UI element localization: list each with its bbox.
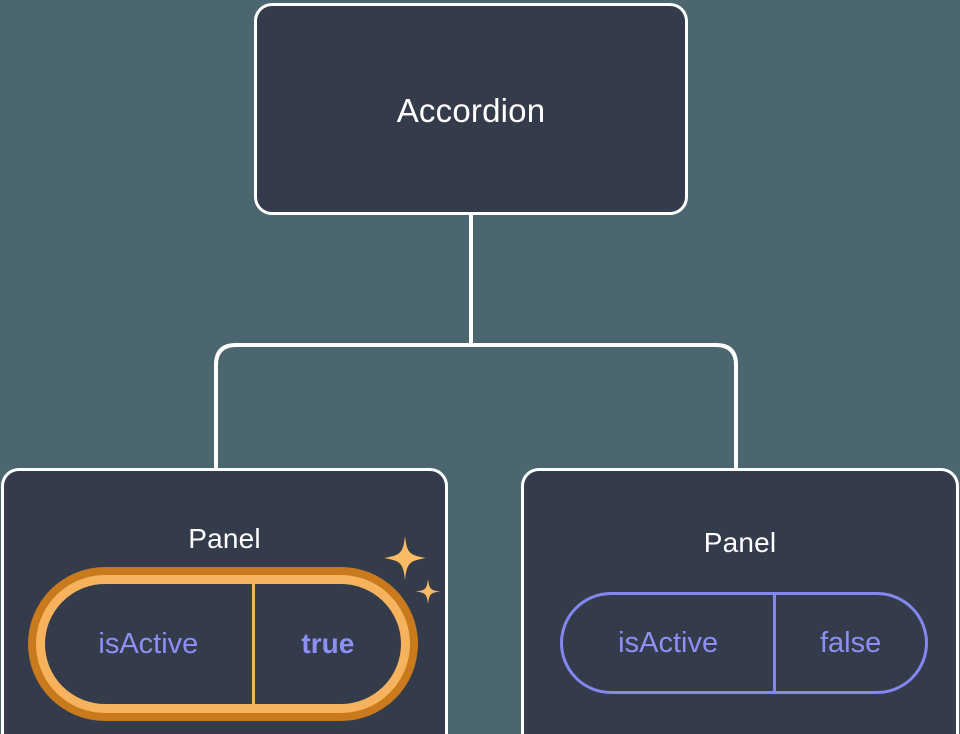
prop-pill-divider <box>773 592 777 694</box>
prop-name-label: isActive <box>618 626 719 659</box>
prop-value-label: true <box>301 628 355 659</box>
node-panel-right-label: Panel <box>703 527 777 558</box>
prop-pill-divider <box>251 575 255 713</box>
prop-pill-highlighted[interactable]: isActive true <box>36 575 410 713</box>
prop-name-label: isActive <box>98 627 199 660</box>
node-accordion[interactable]: Accordion <box>254 3 688 215</box>
node-panel-right[interactable]: Panel isActive false <box>521 468 959 734</box>
node-panel-left-label: Panel <box>188 523 261 554</box>
prop-pill-isactive-true[interactable]: isActive true <box>36 575 410 713</box>
prop-pill-isactive-false[interactable]: isActive false <box>560 592 928 694</box>
prop-value-label: false <box>820 626 882 659</box>
prop-pill-plain[interactable]: isActive false <box>560 592 928 694</box>
node-accordion-label: Accordion <box>396 92 546 129</box>
node-panel-left[interactable]: Panel isActive true <box>1 468 448 734</box>
connector-branch-bar <box>214 343 738 468</box>
